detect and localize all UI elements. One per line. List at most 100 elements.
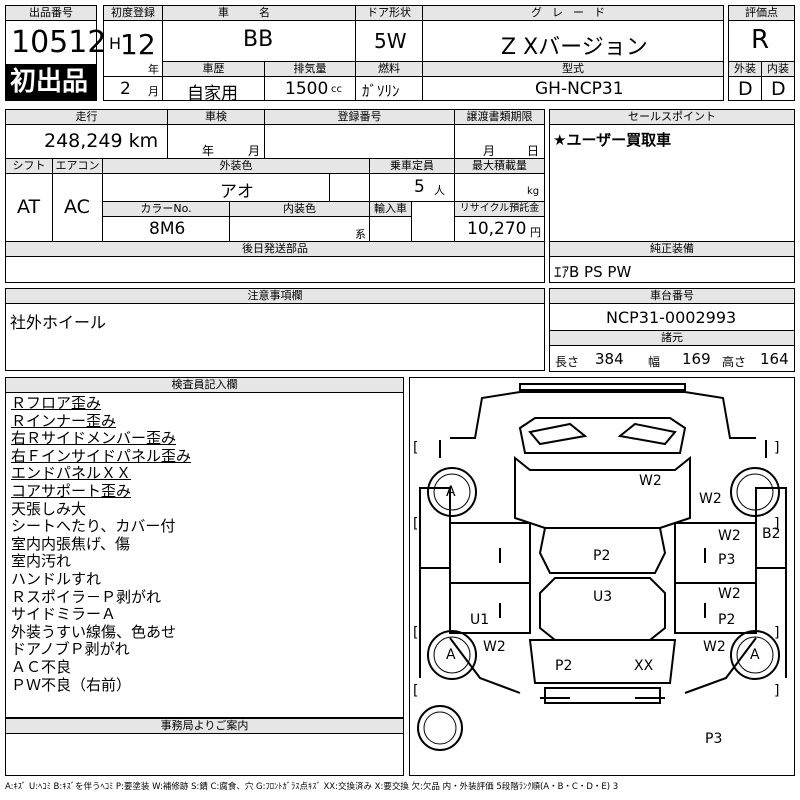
selling-point-cell: ★ユーザー買取車 [549,124,795,242]
selling-point: ★ユーザー買取車 [553,131,672,149]
right-front-door [674,522,757,584]
registration-number-label: 登録番号 [264,109,455,125]
inspector-note: 天張しみ大 [11,499,87,518]
aircon-label: エアコン [52,158,103,174]
car-name-label: 車名 [162,5,356,21]
damage-mark: P3 [705,731,723,747]
inspector-note: Ｒインナー歪み [11,411,117,430]
damage-mark: U3 [593,589,613,605]
registration-month: 2 [120,79,131,99]
year-unit: 年 [148,63,159,76]
car-name: BB [243,27,274,52]
damage-mark: W2 [718,586,741,602]
door-label: ドア形状 [355,5,423,21]
windshield [518,417,687,454]
damage-mark: A [446,647,456,663]
first-registration-label: 初度登録 [103,5,163,21]
damage-mark: U1 [470,612,490,628]
inspector-note: 右Ｒサイドメンバー歪み [11,429,177,448]
grade: Z Xバージョン [501,35,648,60]
inspector-notes-label: 検査員記入欄 [5,377,404,393]
transfer-deadline-label: 譲渡書類期限 [454,109,545,125]
exterior-grade: D [738,78,753,100]
fuel-cell: ｶﾞｿﾘﾝ [355,76,423,101]
fuel-label: 燃料 [355,61,423,77]
inspector-note: 右Ｆインサイドパネル歪み [11,446,192,465]
aircon: AC [64,196,90,218]
office-notice-cell [5,733,404,776]
selling-point-label: セールスポイント [549,109,795,125]
equipment-cell: ｴｱB PS PW [549,256,795,283]
month-unit: 月 [148,85,159,98]
caution-label: 注意事項欄 [5,288,545,304]
equipment: ｴｱB PS PW [554,263,632,281]
damage-mark: XX [634,658,654,674]
right-rear-door [674,582,757,634]
car-diagram [417,383,787,751]
door-cell: 5W [355,20,423,62]
mileage-label: 走行 [5,109,168,125]
shift-label: シフト [5,158,53,174]
transfer-month-unit: 月 [483,144,496,158]
recycle-deposit-cell: 10,270 円 [454,216,545,242]
inspector-note: ドアノブＰ剥がれ [11,640,130,659]
inspector-note: Ｒスポイラ－Ｐ剥がれ [11,587,162,606]
rear-right-wheel-inner [736,636,774,674]
diagram-upper-outline [450,391,756,439]
width-label: 幅 [648,355,661,369]
capacity-unit: 人 [434,184,445,197]
mileage-cell: 248,249 km [5,124,168,159]
roof-panel [538,527,667,574]
bracket-right-bottom: ] [774,683,780,699]
score-cell: R [728,20,795,62]
interior-color-label: 内装色 [229,201,370,217]
damage-mark: B2 [762,526,781,542]
interior-color-unit: 系 [355,228,366,241]
damage-mark: W2 [718,528,741,544]
front-left-wheel-inner [433,473,471,511]
bracket-left-mid: [ [413,516,419,532]
wiper-left [528,422,588,446]
damage-mark: P2 [718,612,736,628]
inspector-note: ＡＣ不良 [11,657,72,676]
history-label: 車歴 [162,61,265,77]
history: 自家用 [187,84,238,104]
inspector-note: Ｒフロア歪み [11,394,102,412]
left-lower-outline [419,568,787,678]
model-label: 型式 [422,61,724,77]
capacity-label: 乗車定員 [369,158,455,174]
exterior-color-label: 外装色 [102,158,370,174]
import-label: 輸入車 [369,201,412,217]
damage-mark: P2 [555,658,573,674]
mileage: 248,249 km [44,130,159,152]
rear-roof [539,577,666,641]
front-left-wheel [427,467,477,517]
later-parts-cell [5,256,545,283]
exterior-color-divider [329,174,330,202]
registration-year: 12 [120,28,156,61]
max-load-label: 最大積載量 [454,158,545,174]
score-label: 評価点 [728,5,795,21]
transfer-deadline-cell: 月 日 [454,124,545,159]
capacity-cell: 5 人 [369,173,455,202]
length-label: 長さ [555,355,580,369]
damage-mark: W2 [483,639,506,655]
hood [514,455,691,529]
recycle-deposit-label: リサイクル預託金 [454,201,545,217]
door-type: 5W [374,29,407,53]
history-cell: 自家用 [162,76,265,104]
damage-mark: P3 [718,552,736,568]
color-number-cell: 8M6 [102,216,230,242]
inspector-note: シートへたり、カバー付 [11,517,176,536]
inspector-note: ＰＷ不良（右前） [11,675,132,694]
left-front-door [449,522,531,584]
front-right-wheel [730,467,780,517]
office-notice-label: 事務局よりご案内 [5,718,404,734]
recycle-deposit: 10,270 [467,219,527,239]
front-right-wheel-inner [736,473,774,511]
inspection-label: 車検 [167,109,265,125]
score: R [751,25,770,55]
first-registration-year-cell: H 12 年 [103,20,163,77]
spec-label: 諸元 [549,330,795,346]
